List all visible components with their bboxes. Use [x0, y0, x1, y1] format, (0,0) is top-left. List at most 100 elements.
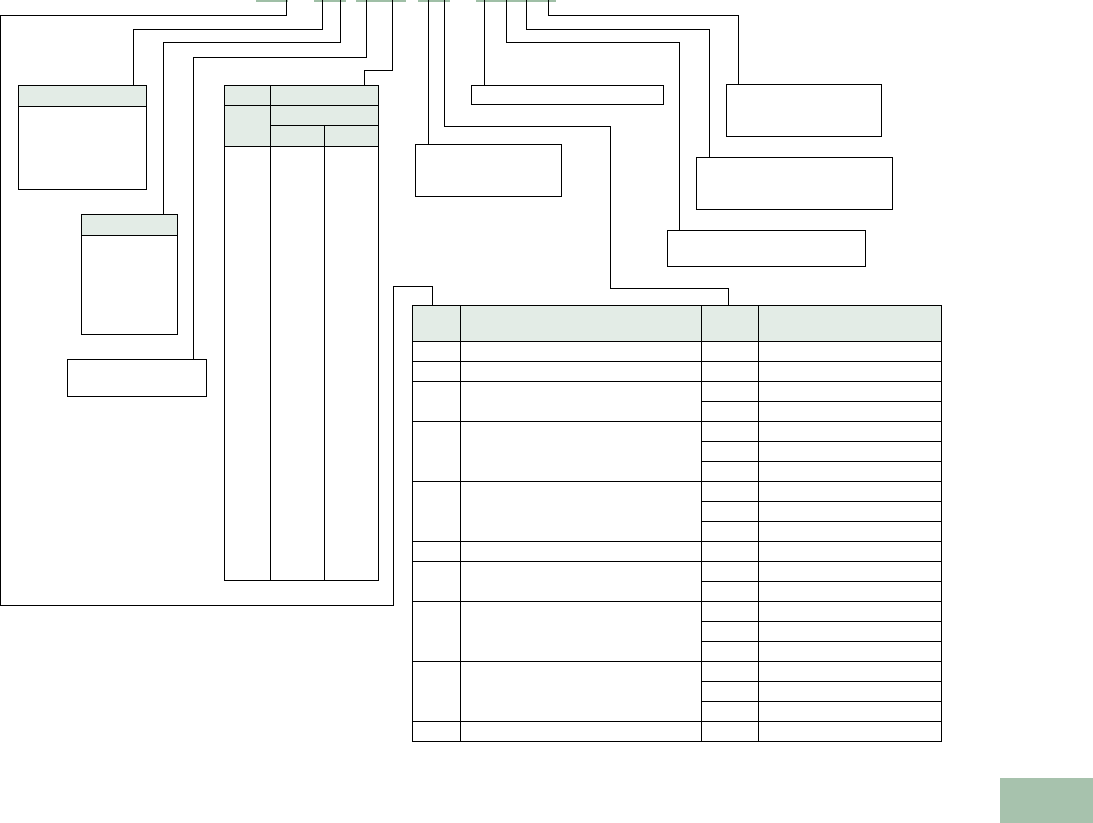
table-b-cell: [701, 581, 759, 602]
table-b-cell: [758, 621, 942, 642]
table-b-cell: [758, 521, 942, 542]
corner-accent-block: [1000, 778, 1093, 823]
table-b-header-cell: [460, 305, 702, 342]
connector: [364, 0, 393, 86]
table-b-cell: [758, 581, 942, 602]
entity-box-d: [415, 144, 562, 197]
entity-box-a-header: [19, 86, 146, 107]
table-b-cell: [460, 661, 702, 722]
table-b-cell: [412, 421, 461, 482]
table-b-cell: [758, 461, 942, 482]
entity-box-h: [667, 230, 866, 267]
table-b-header-cell: [758, 305, 942, 342]
table-b-cell: [701, 461, 759, 482]
table-b-cell: [758, 681, 942, 702]
table-b-cell: [412, 381, 461, 422]
table-a-cell: [270, 146, 325, 581]
table-b-row: [412, 721, 942, 742]
table-b-cell: [758, 481, 942, 502]
table-b-row: [412, 341, 942, 362]
table-b-cell: [758, 561, 942, 582]
table-b-cell: [412, 601, 461, 662]
table-b-cell: [701, 541, 759, 562]
table-b-cell: [460, 601, 702, 662]
table-b-cell: [701, 681, 759, 702]
table-b-row: [413, 641, 942, 662]
table-b-cell: [412, 661, 461, 722]
table-a-header-cell: [224, 85, 271, 106]
table-b-cell: [701, 501, 759, 522]
top-mark: [314, 0, 346, 2]
table-b-cell: [460, 541, 702, 562]
table-b-cell: [701, 641, 759, 662]
connector: [193, 0, 367, 360]
table-b-cell: [460, 561, 702, 602]
table-b-cell: [758, 361, 942, 382]
connector: [506, 0, 680, 231]
table-b-cell: [701, 441, 759, 462]
entity-box-b: [81, 214, 178, 335]
connector: [526, 0, 710, 157]
table-b-cell: [460, 481, 702, 542]
table-b-cell: [701, 621, 759, 642]
table-b-cell: [701, 601, 759, 622]
table-b-cell: [701, 701, 759, 722]
top-mark: [356, 0, 406, 2]
table-a-header-cell: [224, 105, 271, 147]
table-a: [224, 85, 379, 581]
table-b-cell: [758, 641, 942, 662]
connector: [0, 0, 433, 606]
table-b-header-cell: [412, 305, 461, 342]
table-b-header-cell: [701, 305, 759, 342]
table-b-cell: [460, 421, 702, 482]
table-a-cell: [224, 146, 271, 581]
connector: [444, 0, 729, 305]
table-b-cell: [460, 381, 702, 422]
table-b-cell: [758, 341, 942, 362]
table-b-cell: [460, 361, 702, 382]
table-b-cell: [701, 401, 759, 422]
table-b-cell: [758, 401, 942, 422]
entity-box-b-header: [82, 215, 177, 236]
table-b-row: [412, 361, 942, 382]
table-b-cell: [412, 541, 461, 562]
table-b-cell: [701, 721, 759, 742]
table-b-row: [413, 441, 942, 462]
table-b-cell: [701, 381, 759, 402]
table-b-cell: [701, 561, 759, 582]
top-mark: [256, 0, 288, 2]
table-b-cell: [758, 541, 942, 562]
top-mark: [418, 0, 450, 2]
table-b-row: [412, 481, 942, 542]
entity-box-e: [471, 85, 664, 105]
connector: [548, 0, 739, 85]
entity-box-a: [18, 85, 147, 190]
table-b-cell: [412, 481, 461, 542]
table-b-row: [413, 461, 942, 482]
table-b-cell: [701, 341, 759, 362]
table-b-row: [413, 701, 942, 722]
entity-box-g: [696, 157, 893, 210]
table-b-cell: [701, 521, 759, 542]
table-b-cell: [701, 661, 759, 682]
table-b-cell: [758, 721, 942, 742]
table-b-row: [412, 661, 942, 722]
table-b: [412, 305, 942, 742]
entity-box-f: [726, 84, 882, 137]
table-b-cell: [758, 381, 942, 402]
table-b-cell: [460, 341, 702, 362]
table-b-row: [413, 521, 942, 542]
table-a-cell: [324, 146, 379, 581]
table-b-cell: [412, 361, 461, 382]
table-b-cell: [758, 601, 942, 622]
connector: [133, 0, 323, 86]
table-b-row: [412, 381, 942, 422]
table-b-row: [412, 601, 942, 662]
table-b-cell: [758, 701, 942, 722]
table-b-cell: [758, 421, 942, 442]
table-b-row: [412, 421, 942, 482]
top-mark: [476, 0, 556, 2]
table-b-cell: [758, 501, 942, 522]
table-b-cell: [412, 341, 461, 362]
